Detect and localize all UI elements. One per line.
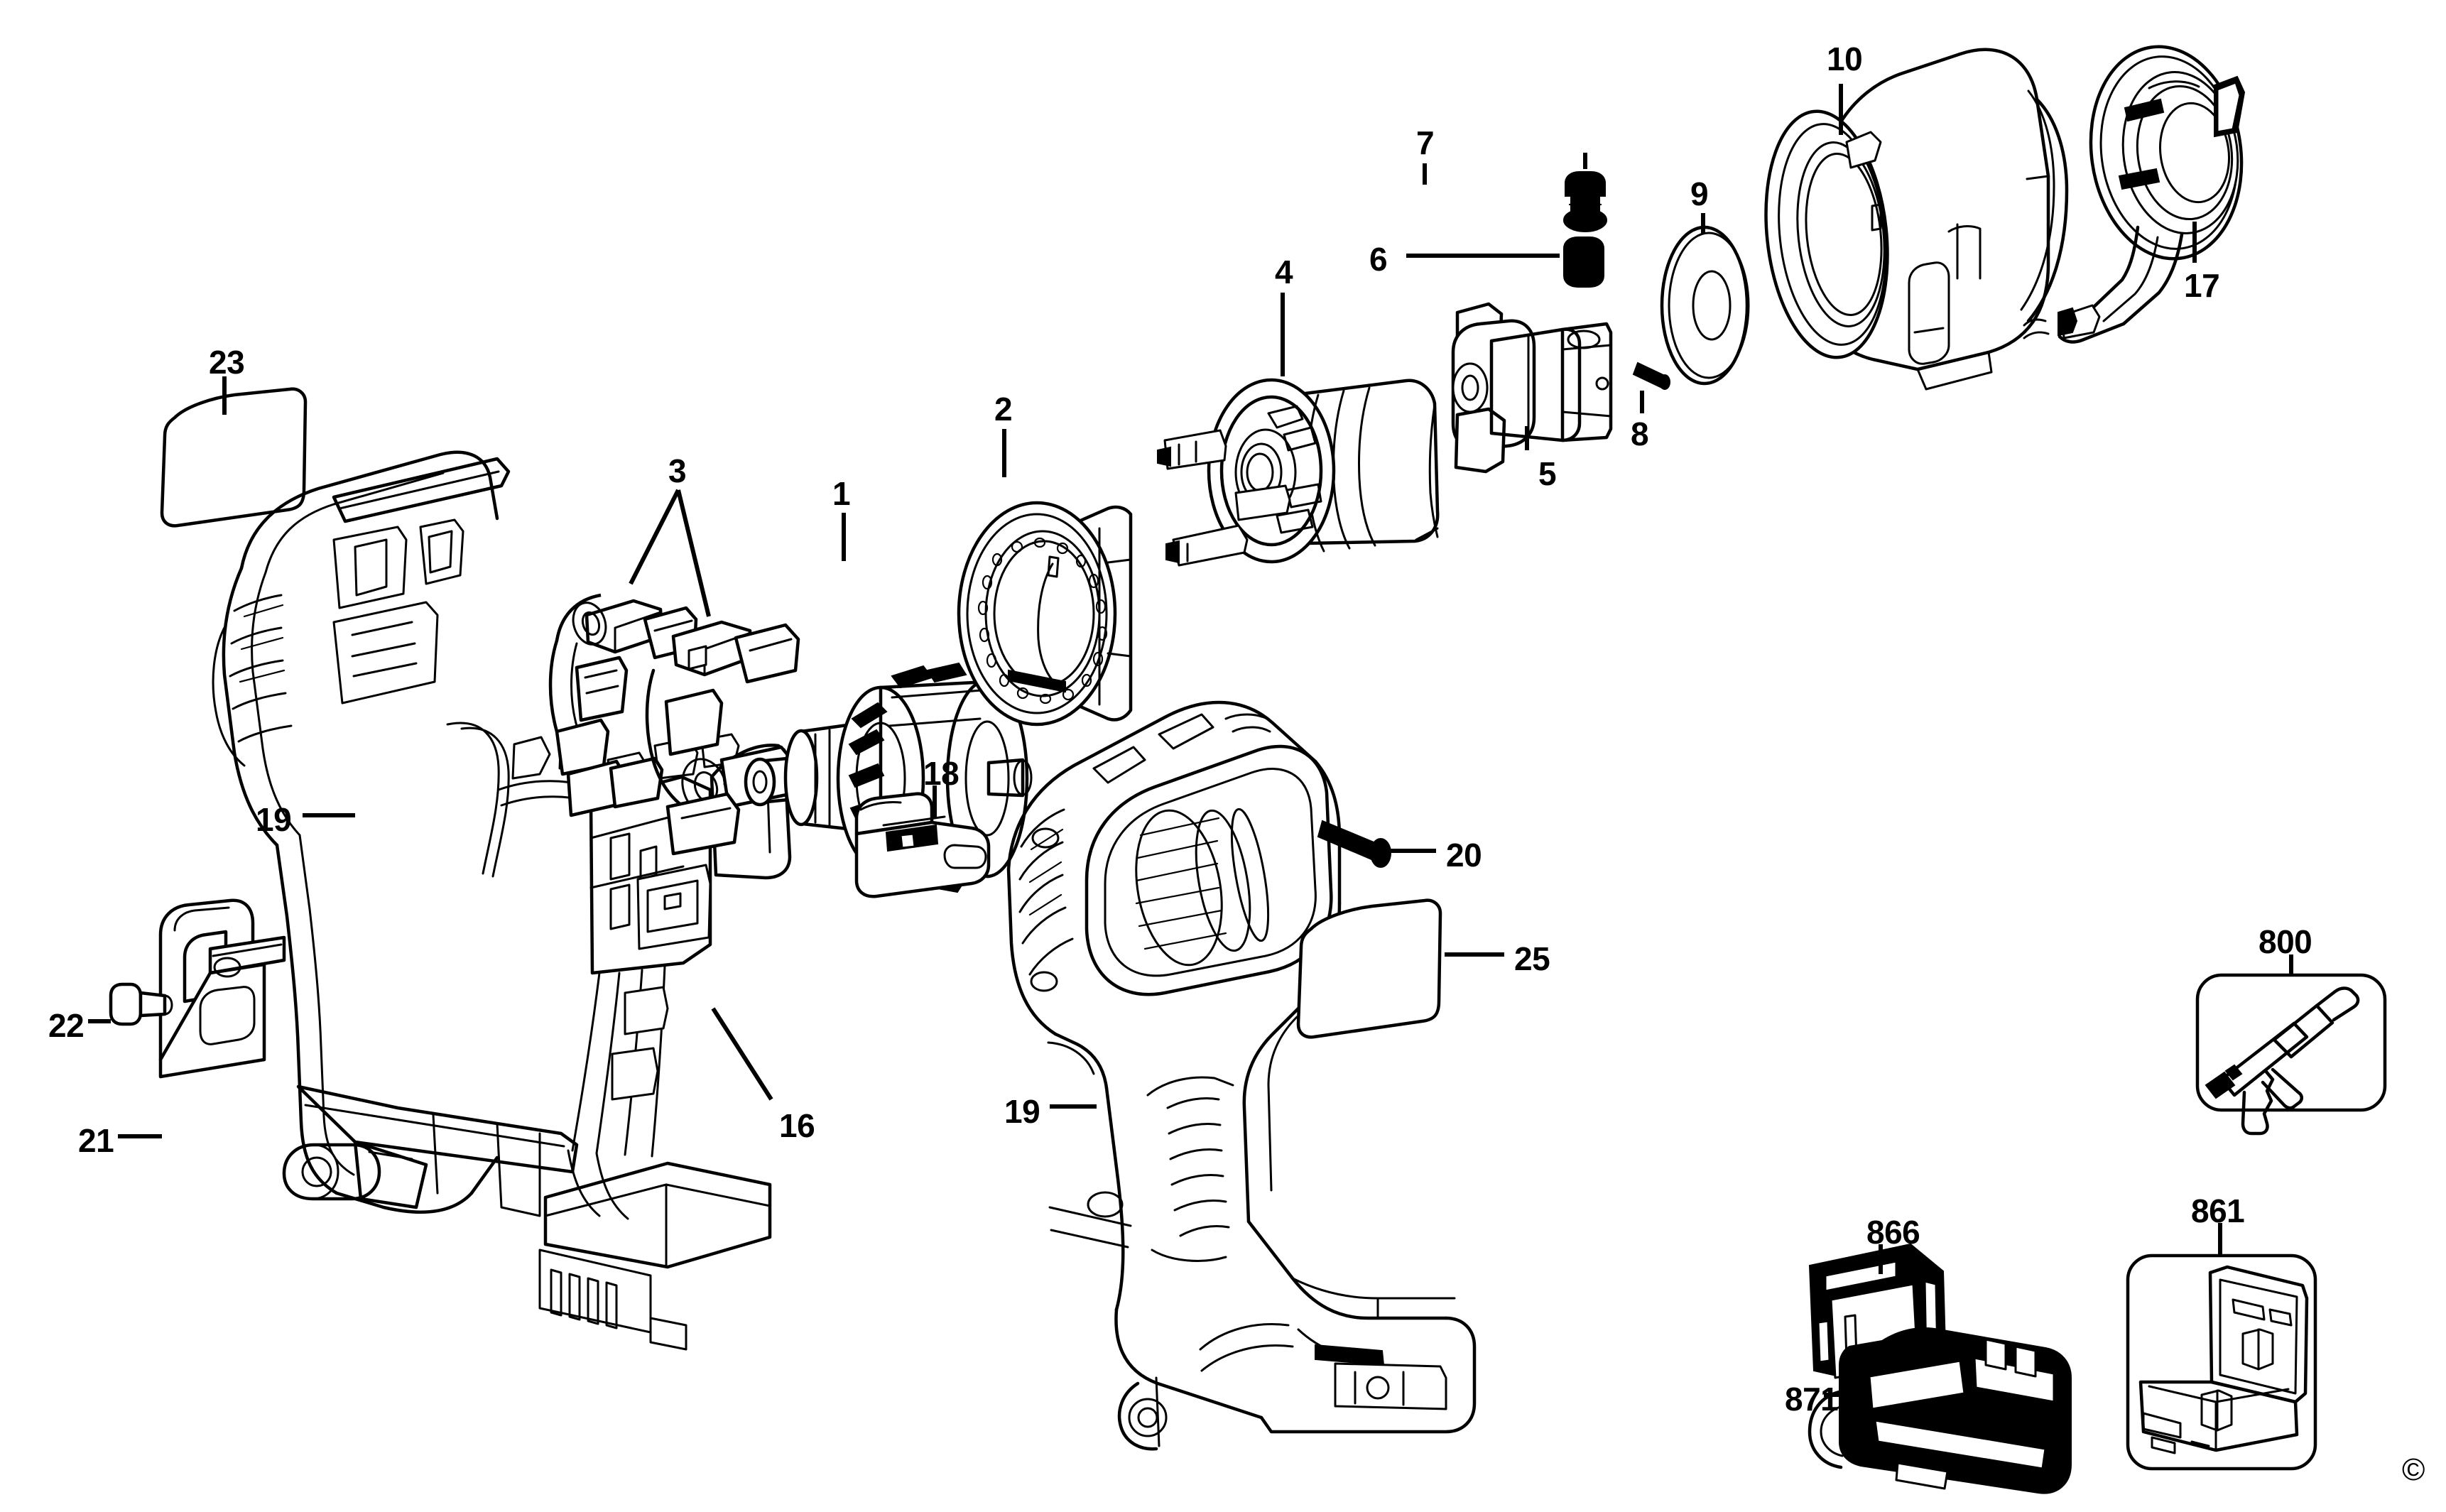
part-nameplate-right — [1296, 898, 1442, 1039]
part-detent-ball — [1563, 171, 1607, 232]
part-field-stator — [957, 501, 1133, 727]
part-housing-half-right — [1006, 700, 1477, 1451]
part-brush-holder-2 — [645, 620, 800, 856]
leader-lines — [88, 84, 2293, 1397]
part-screw — [109, 982, 173, 1026]
callout-4: 4 — [1275, 254, 1293, 290]
accessory-charger-871 — [1808, 1327, 2072, 1494]
callout-16: 16 — [779, 1107, 815, 1144]
callout-800: 800 — [2259, 923, 2312, 960]
part-front-housing-ring — [2023, 45, 2246, 344]
part-anvil — [1451, 302, 1613, 474]
part-roll-pin — [1632, 361, 1670, 390]
callout-21: 21 — [78, 1122, 114, 1159]
callout-1: 1 — [832, 475, 851, 512]
part-impact-mechanism — [1157, 378, 1440, 567]
part-pin — [1317, 820, 1391, 868]
callout-20: 20 — [1446, 837, 1482, 874]
part-switch-assembly — [538, 733, 792, 1351]
part-gear-case-housing — [1764, 48, 2069, 391]
callout-22: 22 — [48, 1007, 85, 1044]
callout-3: 3 — [668, 452, 687, 489]
callout-2: 2 — [994, 391, 1013, 428]
callout-19-left: 19 — [256, 801, 292, 838]
accessory-box-800 — [2195, 973, 2387, 1136]
accessory-box-861 — [2126, 1253, 2317, 1471]
callout-6: 6 — [1369, 241, 1388, 278]
part-washer — [1660, 225, 1750, 386]
callout-23: 23 — [209, 344, 245, 381]
part-forward-reverse-button — [854, 792, 991, 898]
copyright-icon: © — [2402, 1452, 2425, 1487]
part-belt-hook — [158, 898, 286, 1079]
callout-861: 861 — [2191, 1192, 2245, 1229]
callout-7: 7 — [1416, 124, 1435, 161]
callout-866: 866 — [1866, 1214, 1920, 1251]
callout-10: 10 — [1827, 40, 1863, 77]
callout-25: 25 — [1514, 940, 1550, 977]
callout-9: 9 — [1690, 175, 1709, 212]
part-retaining-pin — [1563, 236, 1604, 288]
callout-18: 18 — [923, 755, 960, 792]
carrying-case-icon — [2138, 1265, 2309, 1454]
callout-871: 871 — [1785, 1381, 1839, 1418]
grease-gun-icon — [2205, 986, 2360, 1136]
callout-19-right: 19 — [1004, 1093, 1040, 1130]
callout-8: 8 — [1631, 415, 1649, 452]
callout-5: 5 — [1538, 455, 1557, 492]
callout-17: 17 — [2184, 267, 2220, 304]
